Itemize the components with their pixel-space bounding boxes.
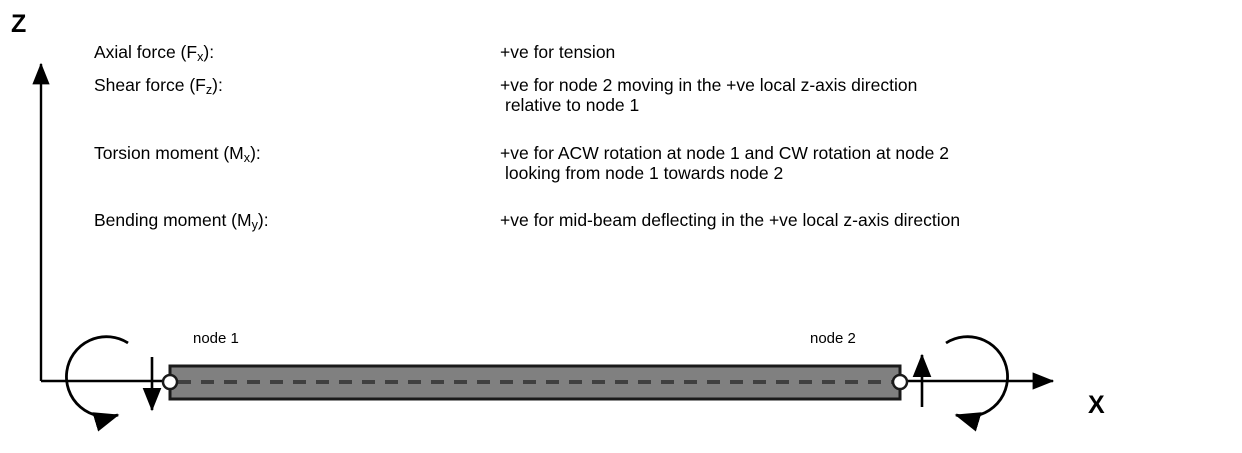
legend-term-text: Shear force (F [94,75,206,95]
legend-description-shear-force-continuation: relative to node 1 [505,95,640,115]
legend-term-text: Torsion moment (M [94,143,244,163]
legend-term-bending-moment: Bending moment (My): [94,210,269,232]
legend-description-axial-force: +ve for tension [500,42,616,62]
legend-description-torsion-moment-continuation: looking from node 1 towards node 2 [505,163,784,183]
legend-description-shear-force: +ve for node 2 moving in the +ve local z… [500,75,918,95]
legend-term-tail: ): [203,42,215,62]
beam-element [168,364,902,401]
legend-term-text: Axial force (F [94,42,198,62]
z-axis-label: Z [11,10,27,38]
legend-term-subscript: x [197,49,204,64]
node-1-torsion-curved-arrow [65,335,129,432]
legend-term-shear-force: Shear force (Fz): [94,75,223,97]
node-2-torsion-curved-arrow [945,335,1009,432]
legend-term-subscript: z [205,82,213,97]
legend-description-bending-moment: +ve for mid-beam deflecting in the +ve l… [500,210,961,230]
node-2-marker [891,373,909,391]
node-2-label: node 2 [810,330,856,347]
x-axis-label: X [1088,391,1105,419]
node-1-marker [161,373,179,391]
legend-term-subscript: x [243,150,251,165]
legend-term-tail: ): [250,143,261,163]
legend-term-text: Bending moment (M [94,210,252,230]
legend-term-axial-force: Axial force (Fx): [94,42,215,64]
node-1-label: node 1 [193,330,239,347]
legend-term-subscript: y [251,217,258,232]
legend-term-tail: ): [257,210,269,230]
legend-description-torsion-moment: +ve for ACW rotation at node 1 and CW ro… [500,143,949,163]
legend-term-torsion-moment: Torsion moment (Mx): [94,143,261,165]
legend-term-tail: ): [212,75,223,95]
